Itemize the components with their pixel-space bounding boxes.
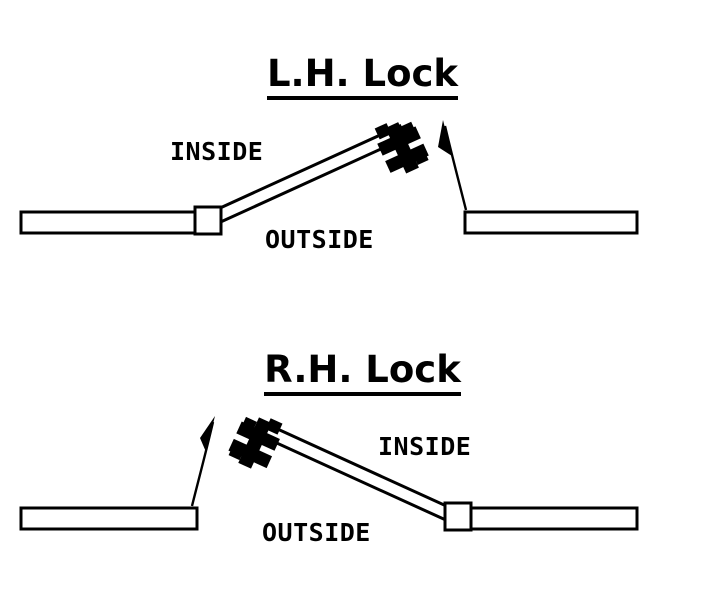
lh-lock-title-text: L.H. Lock <box>266 52 459 100</box>
rh-lock-cross-b <box>228 438 273 469</box>
lh-hinge-box <box>193 205 223 236</box>
lh-door-frame-left <box>19 210 199 235</box>
rh-hinge-box <box>443 501 473 532</box>
lh-lock-tab-c <box>374 123 392 140</box>
rh-door-frame-right <box>463 506 639 531</box>
lh-lock-diagram <box>19 120 639 236</box>
lh-swing-arrowhead-icon <box>438 120 452 156</box>
lh-inside-label: INSIDE <box>170 137 264 166</box>
lh-lock-cross-b <box>385 143 429 173</box>
rh-door-frame-left <box>19 506 199 531</box>
rh-lock-tab-b <box>228 445 245 461</box>
rh-lock-title-text: R.H. Lock <box>264 348 461 396</box>
lh-outside-label: OUTSIDE <box>265 225 374 254</box>
rh-lock-diagram <box>19 416 639 532</box>
rh-inside-label: INSIDE <box>378 432 472 461</box>
rh-lock-tab-a <box>241 416 257 432</box>
rh-lock-tab-c <box>265 418 283 435</box>
lh-door-frame-right <box>463 210 639 235</box>
rh-outside-label: OUTSIDE <box>262 518 371 547</box>
lh-lock-tab-a <box>400 121 416 137</box>
rh-lock-title: R.H. Lock <box>0 348 725 396</box>
rh-door-leaf <box>254 420 458 524</box>
lh-door-leaf <box>204 124 408 228</box>
lh-swing-arc <box>443 125 468 211</box>
lh-lock-tab-b <box>413 149 429 165</box>
rh-door-leaf-group <box>254 420 458 524</box>
rh-lock-hardware <box>228 416 283 469</box>
rh-swing-arrowhead-icon <box>200 416 215 452</box>
lh-door-leaf-group <box>204 124 408 228</box>
lh-lock-hardware <box>374 121 429 174</box>
lh-lock-title: L.H. Lock <box>0 52 725 100</box>
